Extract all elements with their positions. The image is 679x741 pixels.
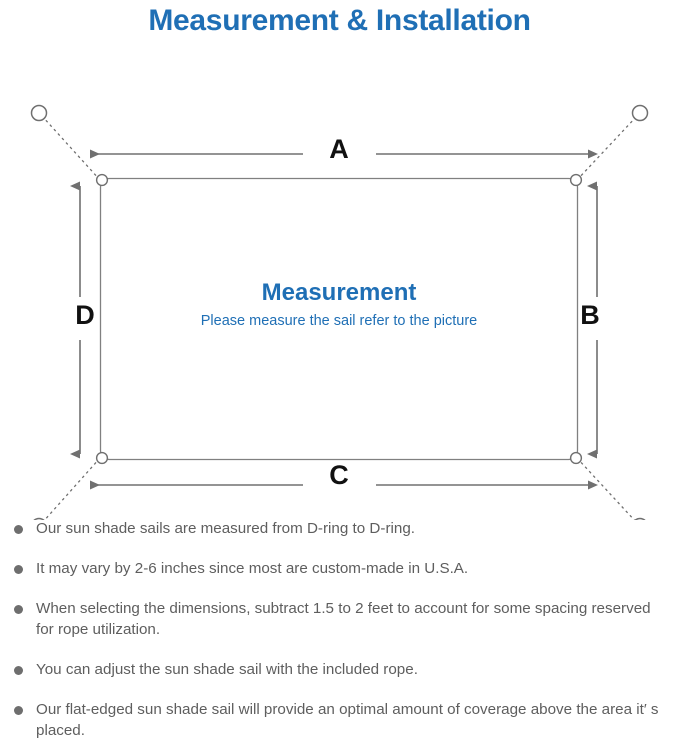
d-ring-bottom-left [95, 451, 109, 465]
list-item-text: When selecting the dimensions, subtract … [36, 600, 651, 638]
list-item-text: Our flat-edged sun shade sail will provi… [36, 701, 659, 739]
dimension-label-a: A [329, 134, 349, 164]
d-ring-bottom-right [569, 451, 583, 465]
list-item-text: Our sun shade sails are measured from D-… [36, 520, 415, 537]
anchor-point-top-left [30, 104, 48, 122]
bullet-icon [14, 666, 23, 675]
d-ring-top-right [569, 173, 583, 187]
list-item: It may vary by 2-6 inches since most are… [14, 558, 665, 579]
rope-line-bottom-left [43, 457, 101, 520]
list-item-text: You can adjust the sun shade sail with t… [36, 661, 418, 678]
measurement-diagram: A B C D Measurement Please measure the s… [0, 40, 679, 520]
shade-sail-body [99, 177, 579, 461]
diagram-canvas [30, 104, 649, 520]
d-rings [95, 173, 583, 465]
rope-lines [41, 115, 638, 520]
anchor-point-bottom-right [634, 517, 646, 520]
rope-line-top-left [41, 115, 101, 181]
list-item: When selecting the dimensions, subtract … [14, 598, 665, 640]
dimension-label-d: D [75, 300, 95, 330]
anchor-point-top-right [631, 104, 649, 122]
list-item: Our flat-edged sun shade sail will provi… [14, 699, 665, 741]
bullet-icon [14, 605, 23, 614]
rope-line-bottom-right [576, 457, 636, 520]
anchor-point-bottom-left [33, 517, 45, 520]
list-item: Our sun shade sails are measured from D-… [14, 518, 665, 539]
bullet-icon [14, 706, 23, 715]
diagram-center-subtext: Please measure the sail refer to the pic… [200, 313, 478, 329]
rope-line-top-right [576, 115, 638, 181]
page-title: Measurement & Installation [148, 4, 531, 37]
diagram-center-heading: Measurement [261, 279, 417, 306]
d-ring-top-left [95, 173, 109, 187]
bullet-icon [14, 525, 23, 534]
anchor-points [30, 104, 649, 520]
diagram-center-caption: Measurement Please measure the sail refe… [100, 278, 578, 332]
notes-list: Our sun shade sails are measured from D-… [0, 518, 679, 741]
list-item: You can adjust the sun shade sail with t… [14, 659, 665, 680]
bullet-icon [14, 565, 23, 574]
dimension-label-b: B [580, 300, 600, 330]
dimension-label-c: C [329, 460, 349, 490]
list-item-text: It may vary by 2-6 inches since most are… [36, 560, 469, 577]
